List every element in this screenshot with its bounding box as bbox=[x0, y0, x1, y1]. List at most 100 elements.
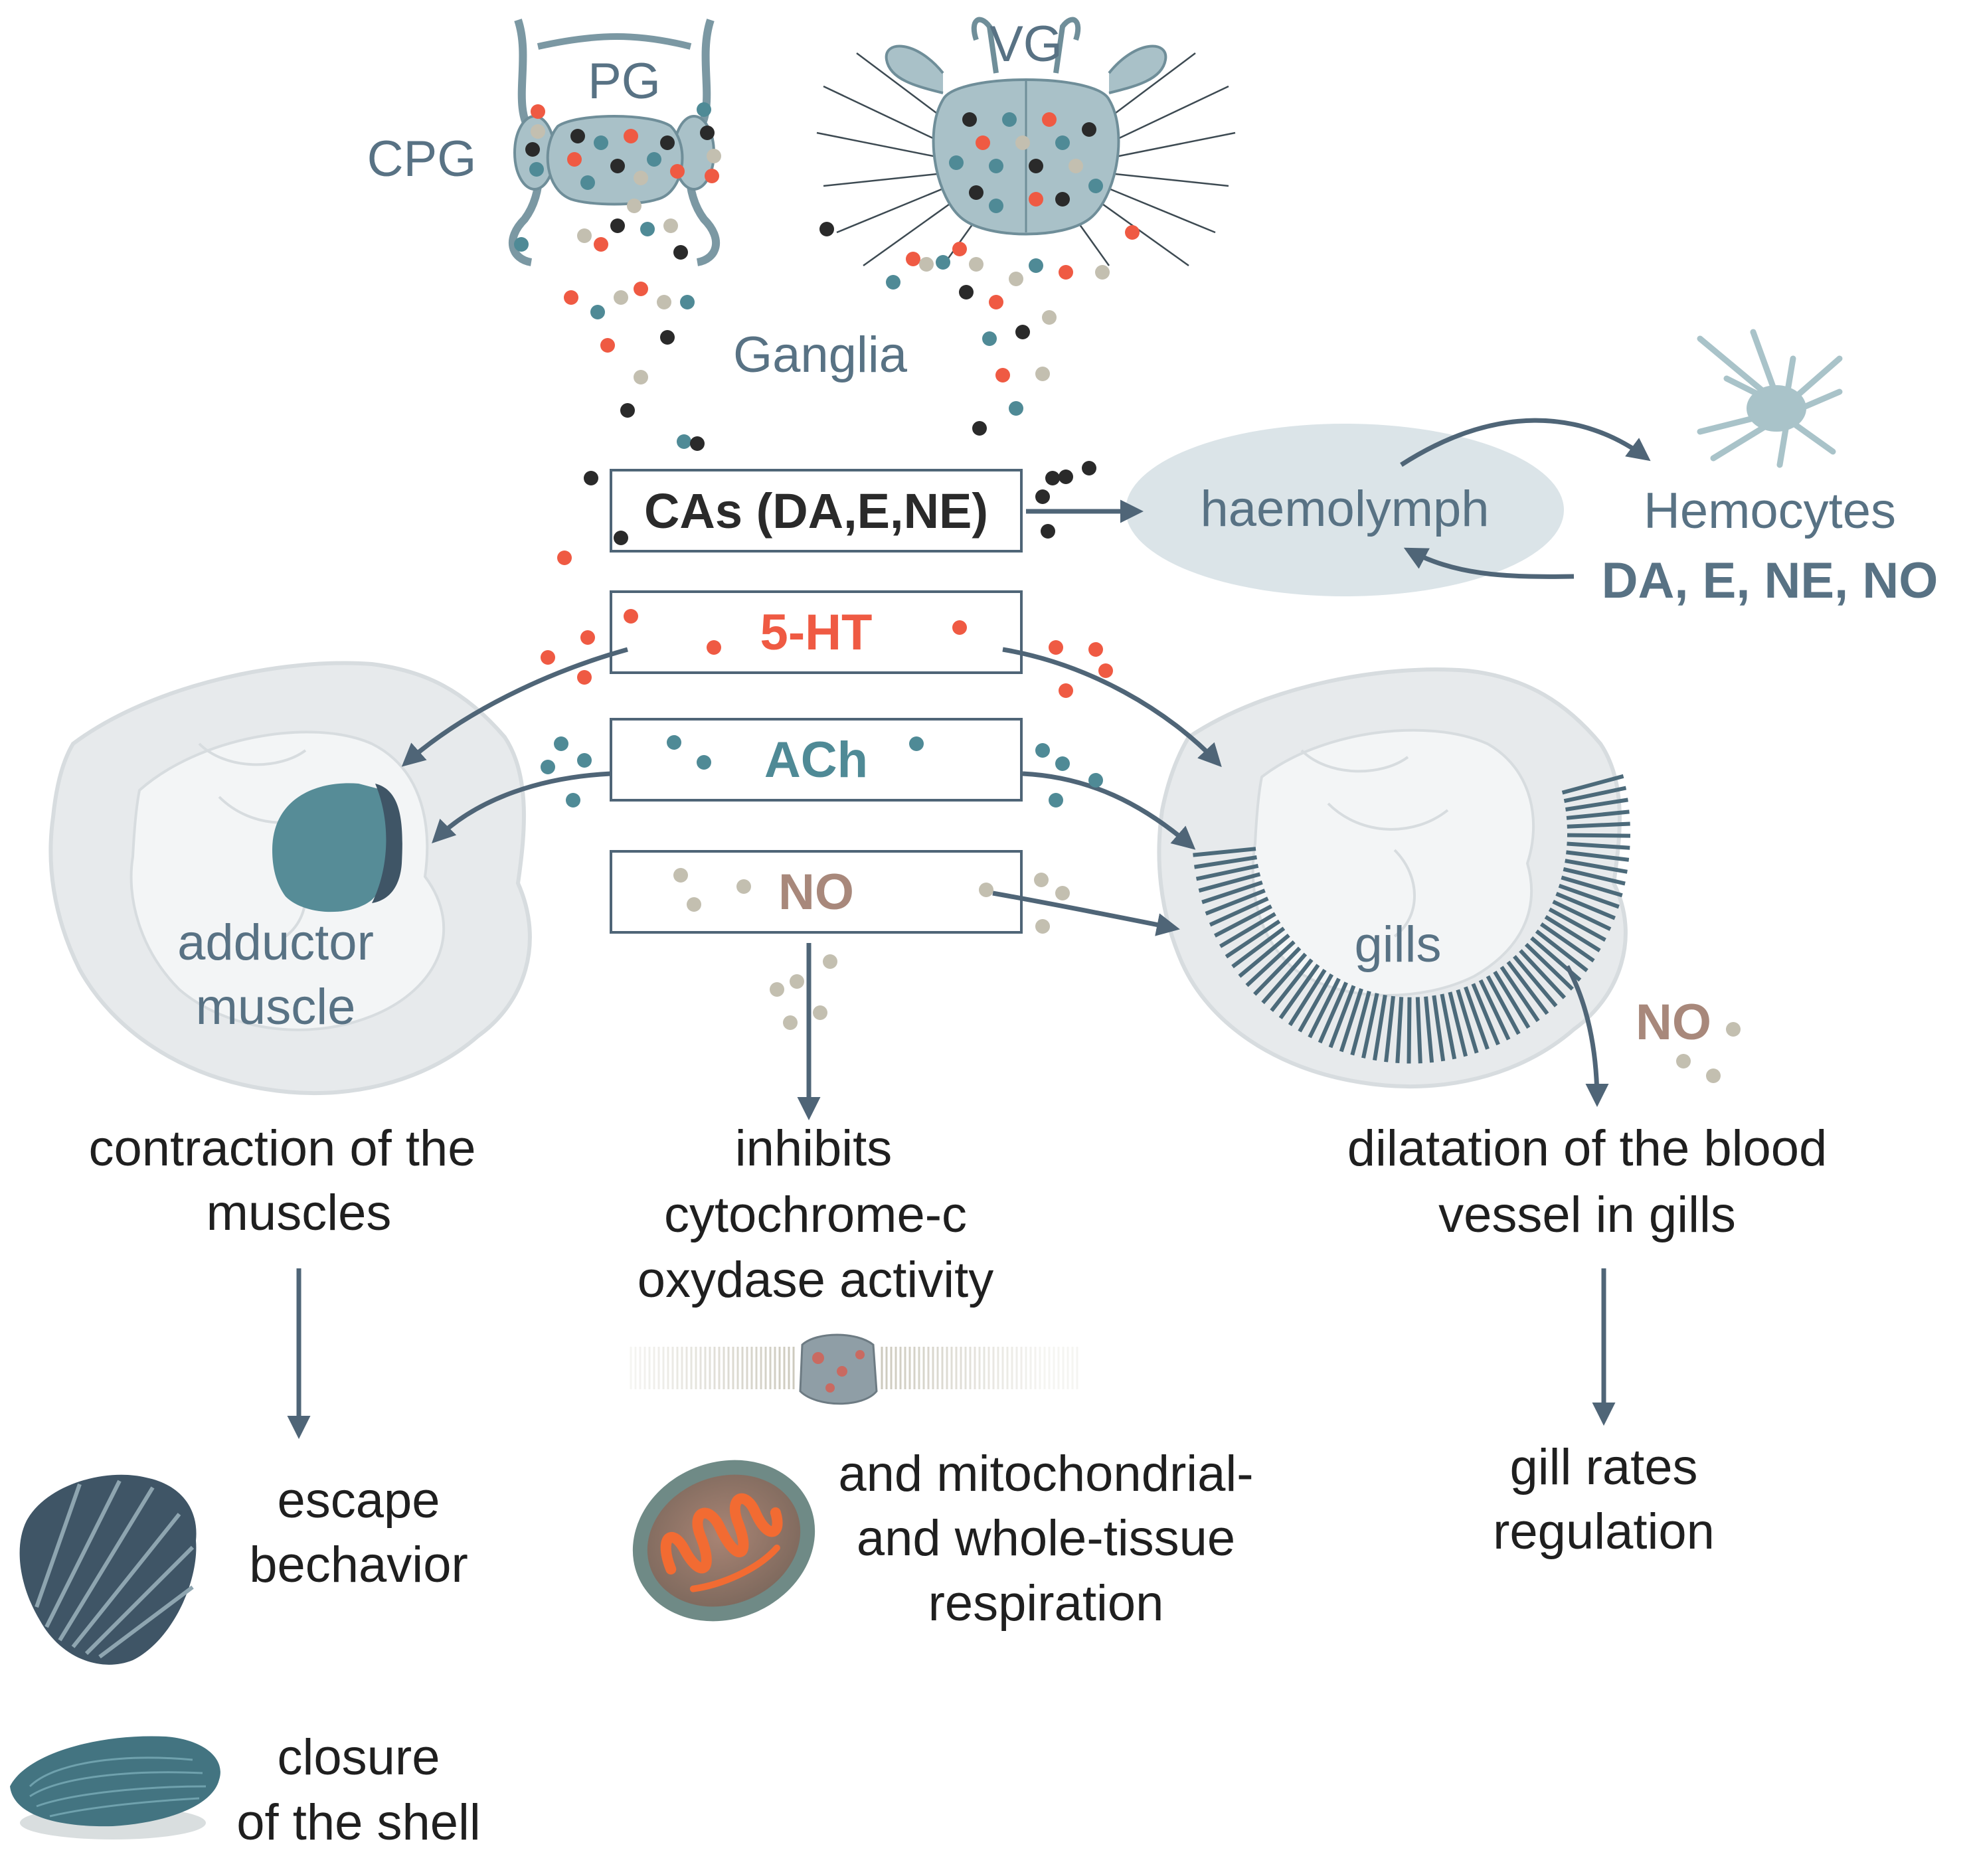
gill-lamella bbox=[1270, 958, 1314, 1012]
gill-lamella bbox=[1561, 774, 1624, 795]
gill-lamella bbox=[1195, 863, 1259, 881]
gill-lamella bbox=[1566, 810, 1630, 820]
molecule-dot bbox=[919, 257, 934, 272]
molecule-dot bbox=[1035, 367, 1050, 381]
molecule-dot bbox=[620, 403, 635, 418]
gill-lamella bbox=[1205, 889, 1266, 916]
arrow-hemocytes-to-haemolymph bbox=[1403, 547, 1575, 579]
molecule-dot bbox=[1002, 112, 1017, 127]
molecule-dot bbox=[705, 169, 719, 183]
gill-lamella bbox=[1524, 942, 1574, 991]
arrow-ach-to-gills bbox=[1022, 771, 1196, 850]
molecule-dot bbox=[541, 650, 555, 665]
gill-lamella bbox=[1288, 968, 1327, 1027]
escape-line1: escape bbox=[277, 1472, 440, 1529]
molecule-dot bbox=[1676, 1054, 1691, 1068]
gill-lamella bbox=[1456, 989, 1479, 1054]
cytochrome-enzyme-icon bbox=[799, 1333, 878, 1405]
gill-lamella bbox=[1225, 919, 1281, 959]
molecule-dot bbox=[989, 295, 1003, 309]
scallop-shell-right bbox=[1157, 667, 1628, 1089]
scallop-shell-left bbox=[48, 661, 532, 1096]
molecule-dot bbox=[707, 149, 721, 163]
gill-lamella bbox=[1253, 946, 1302, 996]
molecule-dot bbox=[673, 245, 688, 260]
gill-lamella bbox=[1373, 994, 1387, 1061]
molecule-dot bbox=[906, 252, 920, 266]
molecule-dot bbox=[580, 630, 595, 645]
molecule-dot bbox=[1029, 159, 1043, 173]
gill-lamella bbox=[1298, 973, 1334, 1033]
gill-lamella bbox=[1471, 983, 1500, 1046]
molecule-dot bbox=[1706, 1068, 1721, 1083]
molecule-dot bbox=[1042, 112, 1057, 127]
scallop-escape-icon bbox=[19, 1474, 197, 1665]
molecule-dot bbox=[514, 237, 529, 252]
gill-lamella bbox=[1493, 970, 1531, 1029]
molecule-dot bbox=[1034, 873, 1049, 887]
gill-lamella bbox=[1448, 991, 1468, 1057]
molecule-dot bbox=[700, 126, 715, 140]
molecule-dot bbox=[677, 434, 691, 449]
molecule-dot bbox=[952, 620, 967, 635]
arrow-ach-to-adductor bbox=[432, 771, 612, 843]
molecule-dot bbox=[1082, 461, 1096, 475]
molecule-dot bbox=[690, 436, 705, 451]
molecule-dot bbox=[624, 609, 638, 624]
gill-lamella bbox=[1214, 904, 1272, 938]
molecule-dot bbox=[736, 879, 751, 894]
gill-lamella bbox=[1567, 833, 1631, 838]
molecule-dot bbox=[1059, 683, 1073, 698]
gill-lamella bbox=[1328, 985, 1356, 1049]
respiration-line2: and whole-tissue bbox=[857, 1510, 1235, 1567]
molecule-dot bbox=[969, 257, 984, 272]
molecule-dot bbox=[1035, 743, 1050, 758]
gill-lamella bbox=[1565, 798, 1628, 811]
molecule-dot bbox=[783, 1015, 798, 1030]
molecule-dot bbox=[707, 640, 721, 655]
mitochondrion-icon bbox=[632, 1460, 815, 1622]
molecule-dot bbox=[1095, 265, 1110, 280]
gill-lamella bbox=[1552, 899, 1612, 931]
gill-lamella bbox=[1464, 986, 1490, 1050]
inhibits-line2: cytochrome-c bbox=[664, 1187, 967, 1243]
molecule-dot bbox=[1029, 192, 1043, 207]
molecule-dot bbox=[600, 338, 615, 353]
molecule-dot bbox=[1035, 919, 1050, 934]
gills-label: gills bbox=[1355, 916, 1442, 973]
molecule-dot bbox=[819, 222, 834, 236]
respiration-line1: and mitochondrial- bbox=[838, 1446, 1253, 1502]
gill-lamella bbox=[1544, 915, 1601, 952]
haemolymph-ellipse bbox=[1126, 424, 1564, 596]
contraction-line2: muscles bbox=[207, 1185, 392, 1241]
gill-lamella bbox=[1395, 997, 1404, 1063]
gill-lamella bbox=[1245, 940, 1296, 987]
molecule-dot bbox=[1055, 192, 1070, 207]
molecule-dot bbox=[697, 755, 711, 770]
haemolymph-label: haemolymph bbox=[1200, 481, 1489, 537]
molecule-dot bbox=[1042, 310, 1057, 325]
molecule-dot bbox=[976, 135, 990, 150]
arrow-no-to-gills bbox=[992, 891, 1180, 936]
gill-lamella bbox=[1440, 993, 1457, 1060]
molecule-dot bbox=[567, 152, 582, 167]
no-label: NO bbox=[778, 864, 854, 920]
gill-lamella bbox=[1219, 912, 1276, 948]
arrow-serotonin-to-adductor bbox=[401, 647, 628, 767]
gill-lamella bbox=[1238, 933, 1290, 978]
molecule-dot bbox=[610, 159, 625, 173]
ach-box bbox=[610, 718, 1023, 802]
gill-lamella bbox=[1384, 995, 1395, 1063]
molecule-dot bbox=[1045, 471, 1060, 485]
molecule-dot bbox=[590, 305, 605, 319]
molecule-dot bbox=[962, 112, 977, 127]
gill-lamella bbox=[1278, 964, 1320, 1019]
molecule-dot bbox=[660, 330, 675, 345]
molecule-dot bbox=[577, 670, 592, 685]
gill-lamella bbox=[1499, 966, 1540, 1023]
molecule-dot bbox=[554, 736, 568, 751]
gill-lamella bbox=[1407, 997, 1412, 1064]
arrow-gills-to-dilatation bbox=[1565, 965, 1609, 1107]
molecule-dot bbox=[936, 255, 950, 270]
